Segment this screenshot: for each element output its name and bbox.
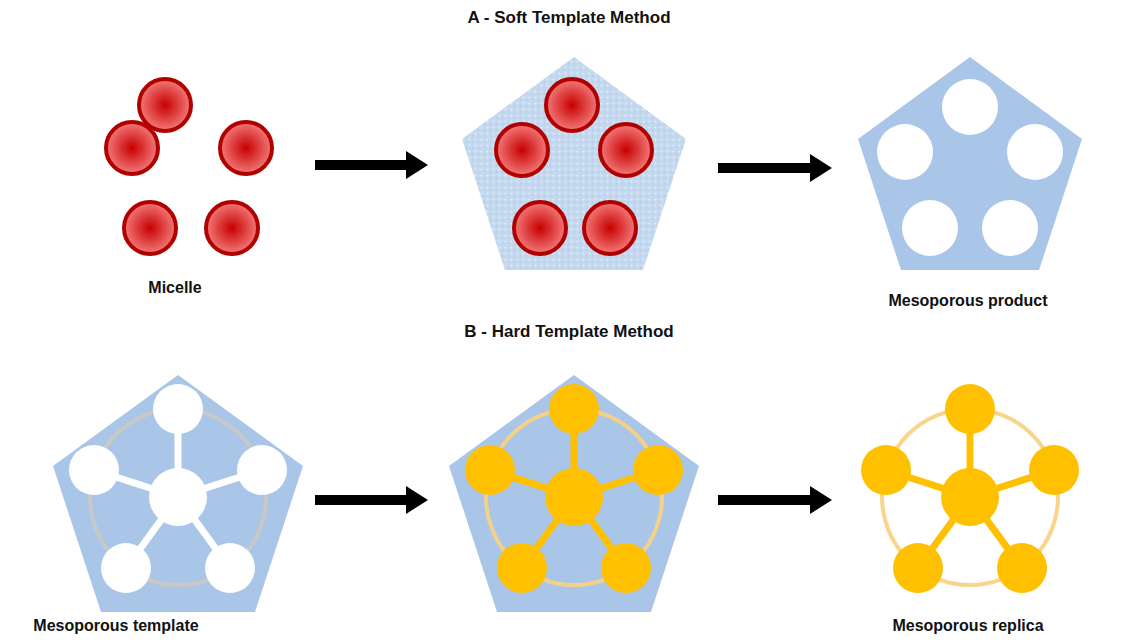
stage-label: Micelle — [148, 278, 201, 297]
section-heading: A - Soft Template Method — [467, 8, 670, 28]
pore-group — [877, 79, 1063, 256]
stage-label: Mesoporous product — [888, 291, 1047, 310]
micelle-group — [106, 79, 272, 254]
filled-template — [449, 375, 699, 612]
precursor-matrix — [462, 57, 686, 270]
pore-network — [69, 384, 287, 593]
replica-network — [465, 384, 683, 593]
micelle-group — [496, 79, 652, 254]
mesoporous-template — [53, 375, 303, 612]
section-heading: B - Hard Template Method — [464, 322, 673, 342]
mesoporous-replica — [861, 384, 1079, 593]
stage-label: Mesoporous template — [33, 616, 198, 635]
mesoporous-product — [858, 57, 1082, 270]
stage-label: Mesoporous replica — [892, 616, 1043, 635]
